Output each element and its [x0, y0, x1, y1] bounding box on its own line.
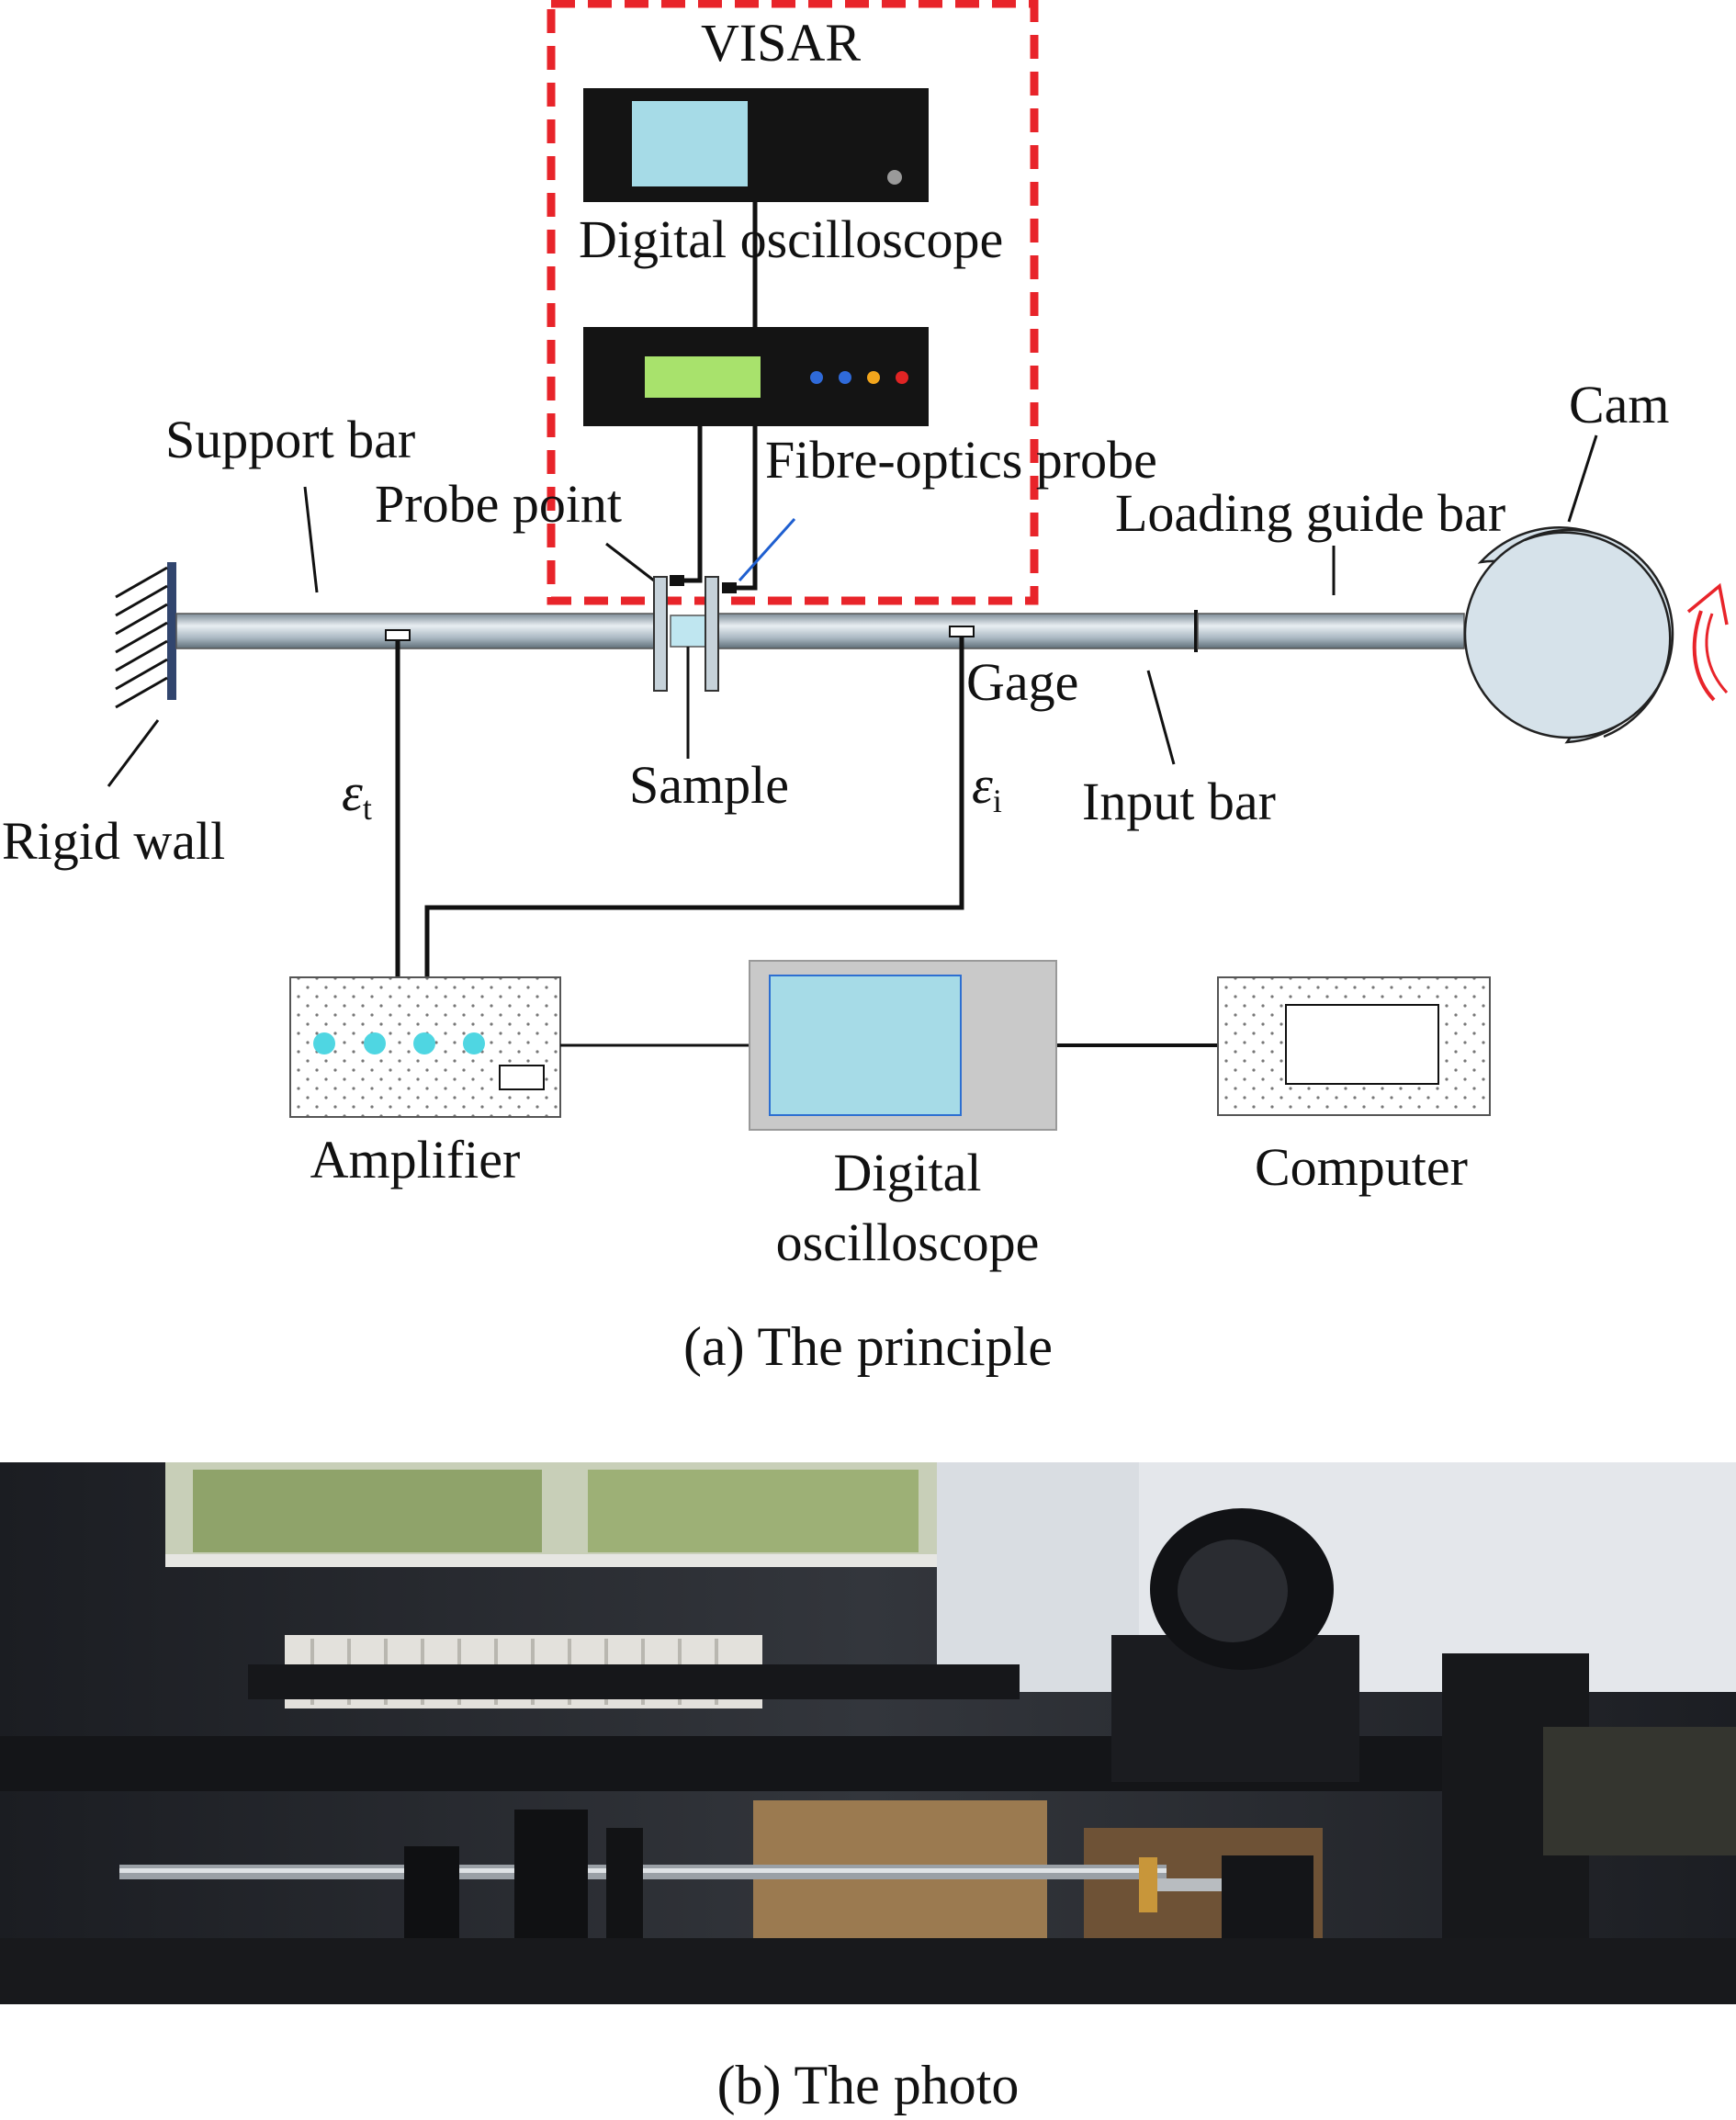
loading-guide-bar-label: Loading guide bar	[1115, 483, 1505, 543]
bottom-oscilloscope-label-line2: oscilloscope	[776, 1212, 1040, 1272]
top-oscilloscope-label: Digital oscilloscope	[579, 209, 1003, 269]
caption-b: (b) The photo	[717, 2055, 1020, 2115]
cam	[1463, 526, 1674, 744]
bottom-digital-oscilloscope	[749, 960, 1057, 1131]
top-digital-oscilloscope	[583, 88, 929, 202]
bottom-oscilloscope-label-line1: Digital	[833, 1143, 981, 1202]
indicator-light-icon	[896, 371, 908, 384]
support-bar	[175, 613, 657, 649]
epsilon-t-label: εt	[342, 762, 372, 827]
computer-label: Computer	[1255, 1137, 1468, 1197]
indicator-light-icon	[839, 371, 851, 384]
indicator-light-icon	[810, 371, 823, 384]
oscilloscope-screen	[632, 101, 748, 186]
gage-label: Gage	[966, 652, 1078, 712]
visar-box	[547, 0, 1039, 605]
knob-icon	[413, 1032, 435, 1054]
caption-a: (a) The principle	[683, 1316, 1053, 1377]
loading-guide-bar	[1197, 613, 1465, 649]
sample	[670, 615, 706, 648]
knob-icon	[364, 1032, 386, 1054]
clamp-plate	[653, 576, 668, 692]
probe-point-label: Probe point	[375, 474, 622, 534]
amplifier	[289, 976, 561, 1118]
indicator-light-icon	[867, 371, 880, 384]
support-bar-label: Support bar	[165, 410, 415, 469]
oscilloscope-screen	[769, 975, 962, 1116]
clamp-plate	[705, 576, 719, 692]
epsilon-i-label: εi	[972, 755, 1002, 819]
knob-icon	[313, 1032, 335, 1054]
power-indicator-icon	[887, 170, 902, 185]
visar-unit	[583, 327, 929, 426]
setup-photo	[0, 1462, 1736, 2004]
visar-display	[645, 356, 761, 398]
strain-gage-transmitted	[385, 629, 411, 641]
knob-icon	[463, 1032, 485, 1054]
rotation-arrow-icon	[1686, 582, 1729, 702]
fibre-optics-probe-label: Fibre-optics probe	[765, 430, 1157, 490]
computer	[1217, 976, 1491, 1116]
principle-diagram: VISAR Digital oscilloscope Fibre-optics …	[2, 0, 1729, 1377]
visar-label: VISAR	[701, 13, 861, 73]
amplifier-label: Amplifier	[310, 1130, 521, 1190]
rigid-wall-label: Rigid wall	[2, 811, 225, 871]
rigid-wall	[107, 562, 176, 787]
computer-screen	[1285, 1004, 1439, 1085]
strain-gage-incident	[949, 626, 975, 637]
sample-label: Sample	[629, 755, 789, 815]
input-bar-label: Input bar	[1082, 772, 1276, 831]
cam-label: Cam	[1569, 375, 1670, 434]
fibre-probe-leader	[738, 517, 796, 582]
